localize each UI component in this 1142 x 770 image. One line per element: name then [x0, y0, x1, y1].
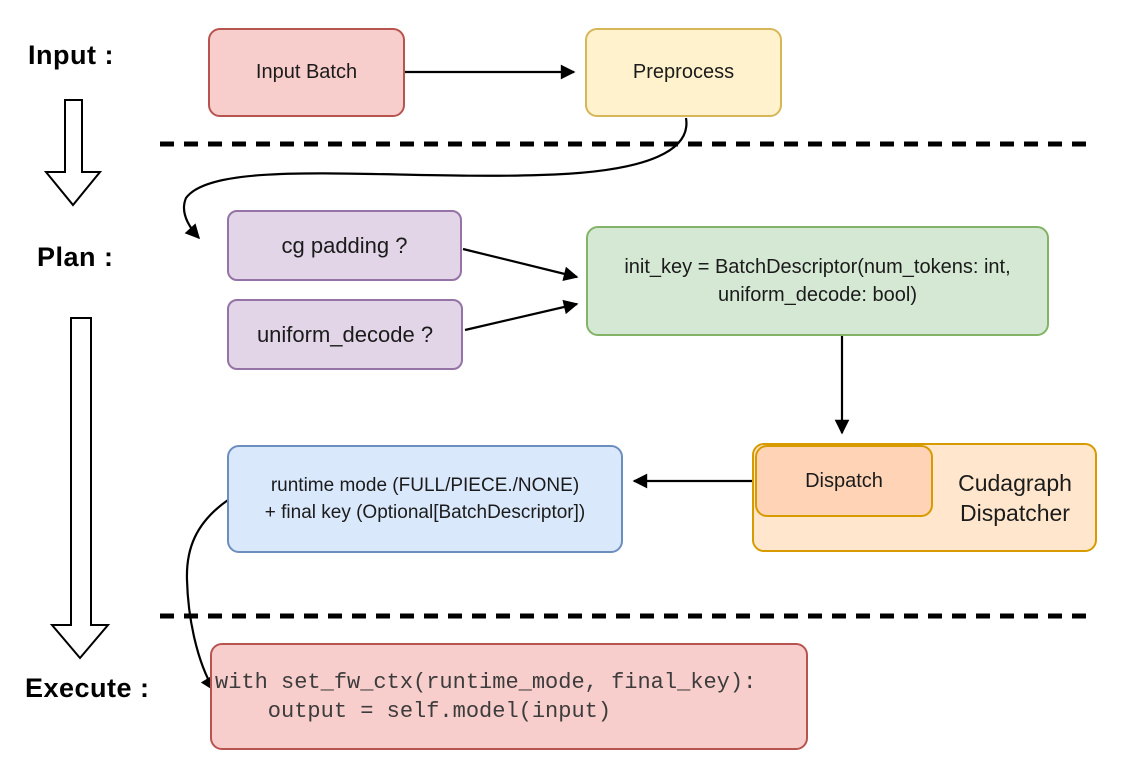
node-cg-padding: cg padding ? — [227, 210, 462, 281]
cudagraph-label-line2: Dispatcher — [960, 499, 1070, 526]
node-input-batch: Input Batch — [208, 28, 405, 117]
stage-label-execute: Execute : — [25, 673, 150, 703]
node-init-key-line2: uniform_decode: bool) — [717, 284, 917, 306]
execute-code-line2: output = self.model(input) — [215, 698, 612, 724]
node-runtime-result-line1: runtime mode (FULL/PIECE./NONE) — [270, 475, 580, 496]
node-preprocess-label: Preprocess — [632, 61, 735, 83]
node-cg-padding-label: cg padding ? — [281, 232, 408, 258]
node-cudagraph-dispatcher-label: Cudagraph Dispatcher — [933, 443, 1097, 552]
execute-code-line1: with set_fw_ctx(runtime_mode, final_key)… — [215, 669, 757, 695]
stage-label-plan: Plan : — [37, 242, 114, 272]
node-uniform-decode: uniform_decode ? — [227, 299, 463, 370]
node-init-key: init_key = BatchDescriptor(num_tokens: i… — [586, 226, 1049, 336]
node-init-key-line1: init_key = BatchDescriptor(num_tokens: i… — [624, 256, 1011, 278]
hollow-arrow-plan-to-execute — [49, 317, 111, 660]
cudagraph-label-line1: Cudagraph — [958, 469, 1072, 496]
node-execute-code: with set_fw_ctx(runtime_mode, final_key)… — [210, 643, 808, 750]
arrow-cgpadding-to-initkey — [462, 247, 579, 281]
node-preprocess: Preprocess — [585, 28, 782, 117]
hollow-arrow-input-to-plan — [43, 99, 103, 207]
node-uniform-decode-label: uniform_decode ? — [256, 321, 434, 347]
arrow-uniformdecode-to-initkey — [464, 299, 579, 332]
node-runtime-result: runtime mode (FULL/PIECE./NONE) + final … — [227, 445, 623, 553]
node-dispatch-label: Dispatch — [805, 469, 883, 492]
node-runtime-result-line2: + final key (Optional[BatchDescriptor]) — [264, 502, 586, 523]
stage-label-input: Input : — [28, 40, 114, 70]
node-dispatch: Dispatch — [755, 445, 933, 517]
node-input-batch-label: Input Batch — [255, 61, 358, 83]
